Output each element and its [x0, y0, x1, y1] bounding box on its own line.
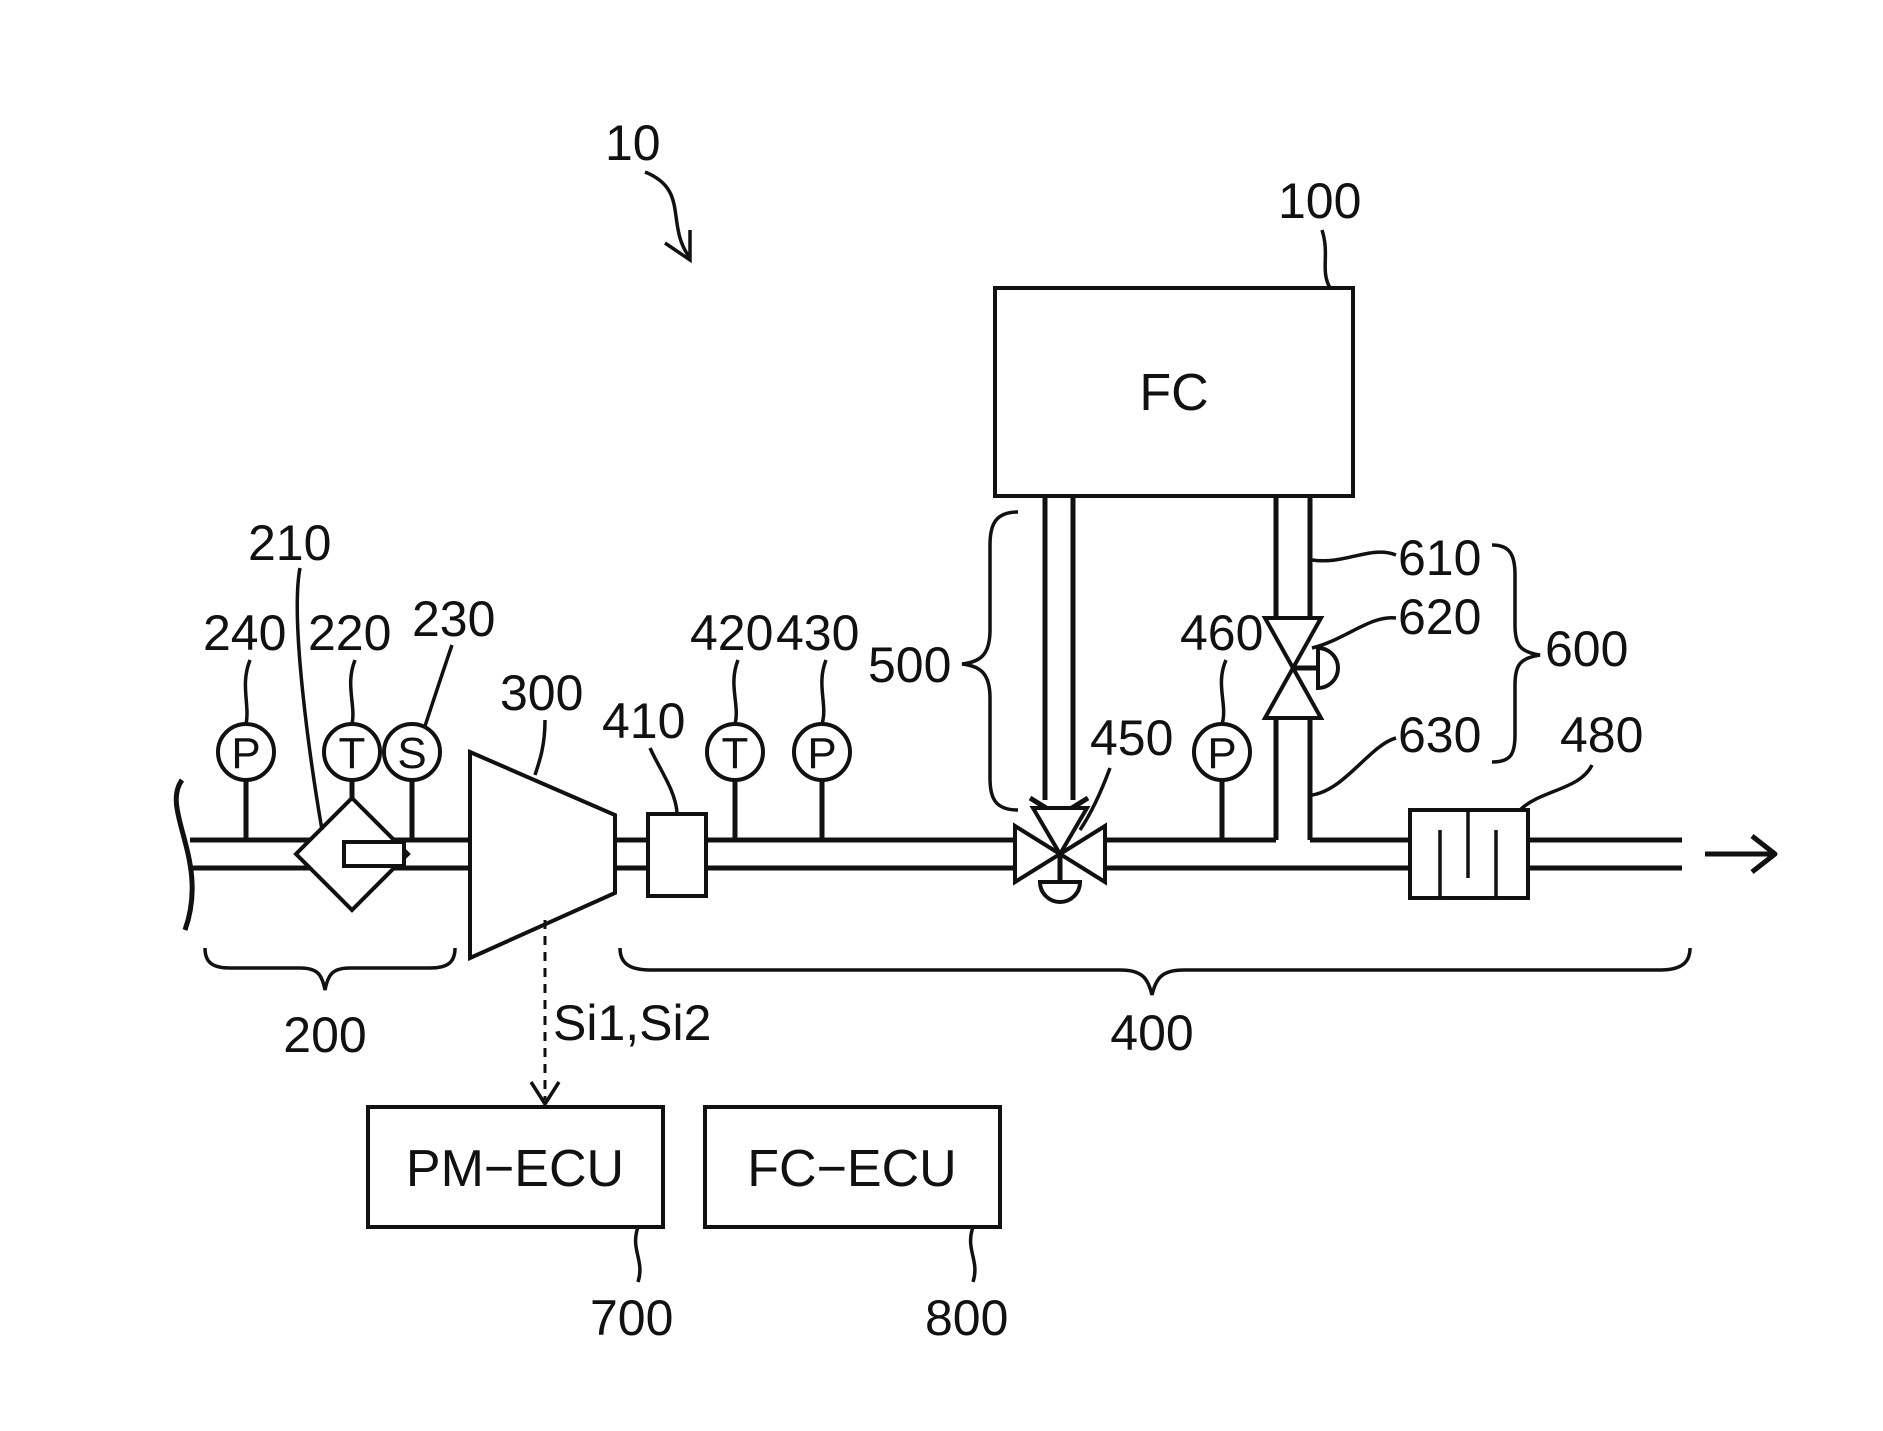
signal-label: Si1,Si2	[553, 995, 711, 1051]
cathode-supply-brace	[962, 512, 1018, 810]
pressure-regulating-valve	[1265, 618, 1338, 718]
pressure-regulating-valve-leader	[1312, 618, 1396, 648]
temp-sensor-intake: T	[324, 724, 380, 798]
exhaust-junction-ref: 630	[1398, 707, 1481, 763]
fc-ecu-ref: 800	[925, 1290, 1008, 1346]
figure-label: 10	[605, 115, 661, 171]
temp-sensor-supply: T	[707, 724, 763, 840]
fc-ecu-label: FC−ECU	[747, 1140, 956, 1198]
intercooler	[648, 814, 706, 896]
fuel-cell-leader	[1322, 230, 1330, 288]
intake-section-brace	[205, 948, 455, 990]
flow-sensor-symbol: S	[397, 729, 426, 778]
intercooler-leader	[650, 748, 677, 812]
inlet-break-mark	[176, 780, 192, 930]
cathode-supply-path-ref: 500	[868, 637, 951, 693]
temp-sensor-intake-leader	[351, 660, 355, 724]
pm-ecu-ref: 700	[590, 1290, 673, 1346]
temp-sensor-supply-leader	[734, 660, 738, 724]
pressure-sensor-supply: P	[794, 724, 850, 840]
muffler-ref: 480	[1560, 707, 1643, 763]
fuel-cell-ref: 100	[1278, 173, 1361, 229]
flow-sensor: S	[384, 724, 440, 840]
exhaust-section-ref: 600	[1545, 621, 1628, 677]
pressure-sensor-supply-symbol: P	[807, 729, 836, 778]
supply-section-brace	[620, 948, 1690, 995]
pressure-sensor-bypass-leader	[1221, 660, 1226, 724]
pressure-sensor-intake-symbol: P	[231, 729, 260, 778]
compressor	[470, 752, 615, 958]
air-cleaner-ref: 210	[248, 515, 331, 571]
flow-sensor-leader	[425, 645, 452, 726]
exhaust-pipe-leader	[1312, 552, 1396, 561]
exhaust-section-brace	[1492, 545, 1540, 762]
temp-sensor-supply-ref: 420	[690, 605, 773, 661]
temp-sensor-intake-ref: 220	[308, 605, 391, 661]
compressor-leader	[535, 720, 545, 775]
pm-ecu-leader	[636, 1227, 640, 1282]
pressure-sensor-supply-ref: 430	[776, 605, 859, 661]
pressure-sensor-bypass-ref: 460	[1180, 605, 1263, 661]
pressure-sensor-intake: P	[218, 724, 274, 840]
exhaust-junction-leader	[1312, 738, 1396, 795]
muffler-leader	[1520, 765, 1592, 810]
intercooler-ref: 410	[602, 693, 685, 749]
air-cleaner	[296, 798, 408, 910]
pressure-sensor-intake-leader	[245, 660, 250, 724]
pressure-regulating-valve-ref: 620	[1398, 589, 1481, 645]
exhaust-pipe-ref: 610	[1398, 530, 1481, 586]
pressure-sensor-bypass-symbol: P	[1207, 729, 1236, 778]
pressure-sensor-supply-leader	[822, 660, 826, 724]
intake-section-ref: 200	[283, 1007, 366, 1063]
flow-sensor-ref: 230	[412, 591, 495, 647]
temp-sensor-intake-symbol: T	[339, 729, 366, 778]
pressure-sensor-bypass: P	[1194, 724, 1250, 840]
temp-sensor-supply-symbol: T	[722, 729, 749, 778]
three-way-valve	[1015, 808, 1105, 902]
supply-section-ref: 400	[1110, 1005, 1193, 1061]
muffler	[1410, 810, 1528, 898]
pressure-sensor-intake-ref: 240	[203, 605, 286, 661]
three-way-valve-ref: 450	[1090, 710, 1173, 766]
cathode-supply-pipe	[1030, 496, 1088, 816]
compressor-ref: 300	[500, 665, 583, 721]
outlet-arrow	[1705, 836, 1775, 872]
pm-ecu-label: PM−ECU	[406, 1140, 624, 1198]
fc-ecu-leader	[971, 1227, 975, 1282]
fuel-cell-label: FC	[1139, 364, 1208, 422]
